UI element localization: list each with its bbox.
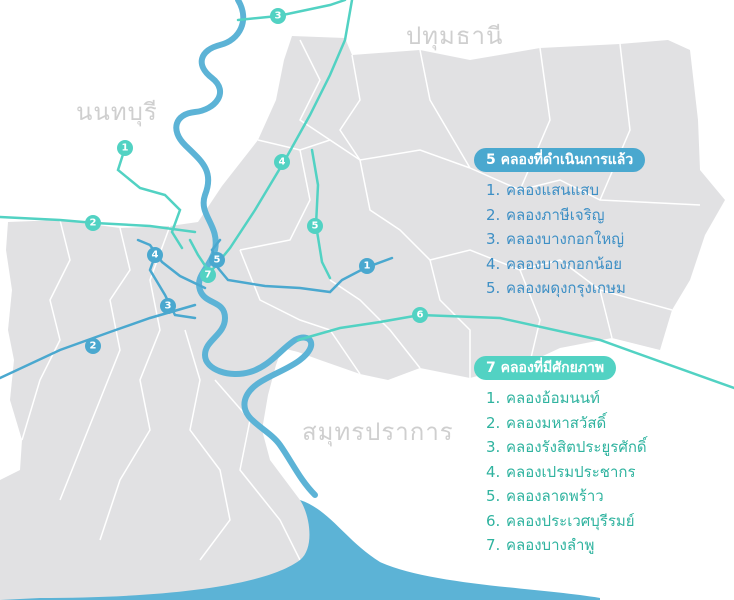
list-item-number: 1. — [486, 389, 501, 407]
marker-operated-5: 5 — [209, 252, 225, 268]
list-item-number: 3. — [486, 230, 501, 248]
list-item-number: 5. — [486, 279, 501, 297]
list-item: 3. คลองบางกอกใหญ่ — [486, 227, 626, 252]
list-item-name: คลองประเวศบุรีรมย์ — [506, 511, 635, 530]
marker-operated-4-label: 4 — [152, 250, 159, 261]
region-label-pathum-thani: ปทุมธานี — [406, 22, 504, 50]
marker-potential-6: 6 — [412, 307, 428, 323]
list-item: 7. คลองบางลำพู — [486, 533, 647, 558]
list-item: 4. คลองเปรมประชากร — [486, 460, 647, 485]
list-item-number: 7. — [486, 536, 501, 554]
list-item: 4. คลองบางกอกน้อย — [486, 252, 626, 277]
marker-operated-1: 1 — [359, 258, 375, 274]
list-item-number: 5. — [486, 487, 501, 505]
region-label-nonthaburi: นนทบุรี — [76, 98, 158, 126]
gulf-of-thailand — [0, 500, 600, 600]
operated-canals — [0, 238, 394, 380]
potential-canals-title: 7 คลองที่มีศักยภาพ — [474, 356, 617, 380]
list-item-number: 4. — [486, 462, 501, 481]
region-label-samut-prakan: สมุทรปราการ — [302, 418, 454, 446]
marker-operated-2: 2 — [85, 338, 101, 354]
list-item-name: คลองภาษีเจริญ — [506, 205, 605, 224]
list-item: 5. คลองลาดพร้าว — [486, 484, 647, 509]
list-item-number: 2. — [486, 413, 501, 432]
marker-operated-1-label: 1 — [364, 261, 371, 272]
marker-potential-7-label: 7 — [205, 270, 212, 281]
list-item: 2. คลองภาษีเจริญ — [486, 203, 626, 228]
marker-potential-4-label: 4 — [279, 157, 286, 168]
marker-potential-6-label: 6 — [417, 310, 424, 321]
list-item-name: คลองมหาสวัสดิ์ — [506, 413, 607, 432]
list-item-name: คลองลาดพร้าว — [506, 487, 604, 505]
marker-potential-5-label: 5 — [312, 221, 319, 232]
chao-phraya-river — [173, 0, 318, 498]
marker-potential-4: 4 — [274, 154, 290, 170]
potential-canals — [0, 0, 734, 390]
marker-potential-3: 3 — [270, 8, 286, 24]
list-item: 5. คลองผดุงกรุงเกษม — [486, 276, 626, 301]
list-item: 6. คลองประเวศบุรีรมย์ — [486, 509, 647, 534]
bangkok-landmass — [0, 36, 725, 600]
list-item-number: 3. — [486, 438, 501, 456]
potential-canals-list: 1. คลองอ้อมนนท์ 2. คลองมหาสวัสดิ์ 3. คลองรั… — [486, 386, 647, 558]
list-item-name: คลองบางลำพู — [506, 536, 595, 554]
list-item-number: 6. — [486, 511, 501, 530]
marker-operated-4: 4 — [147, 247, 163, 263]
list-item-name: คลองบางกอกใหญ่ — [506, 230, 624, 248]
list-item-number: 4. — [486, 254, 501, 273]
list-item: 1. คลองอ้อมนนท์ — [486, 386, 647, 411]
list-item: 1. คลองแสนแสบ — [486, 178, 626, 203]
list-item-name: คลองรังสิตประยูรศักดิ์ — [506, 438, 647, 456]
list-item-number: 2. — [486, 205, 501, 224]
marker-potential-5: 5 — [307, 218, 323, 234]
operated-canals-list: 1. คลองแสนแสบ 2. คลองภาษีเจริญ 3. คลองบางกอ… — [486, 178, 626, 301]
marker-potential-2-label: 2 — [90, 218, 97, 229]
marker-potential-3-label: 3 — [275, 11, 282, 22]
list-item-name: คลองบางกอกน้อย — [506, 254, 623, 273]
list-item: 2. คลองมหาสวัสดิ์ — [486, 411, 647, 436]
marker-operated-2-label: 2 — [90, 341, 97, 352]
marker-operated-5-label: 5 — [214, 255, 221, 266]
marker-operated-3-label: 3 — [165, 301, 172, 312]
operated-canals-title: 5 คลองที่ดำเนินการแล้ว — [474, 148, 646, 172]
marker-potential-1-label: 1 — [122, 143, 129, 154]
marker-operated-3: 3 — [160, 298, 176, 314]
marker-potential-2: 2 — [85, 215, 101, 231]
list-item-number: 1. — [486, 181, 501, 199]
list-item-name: คลองเปรมประชากร — [506, 462, 636, 481]
list-item-name: คลองแสนแสบ — [506, 181, 599, 199]
list-item-name: คลองผดุงกรุงเกษม — [506, 279, 626, 297]
marker-potential-1: 1 — [117, 140, 133, 156]
list-item: 3. คลองรังสิตประยูรศักดิ์ — [486, 435, 647, 460]
marker-potential-7: 7 — [200, 267, 216, 283]
list-item-name: คลองอ้อมนนท์ — [506, 389, 600, 407]
